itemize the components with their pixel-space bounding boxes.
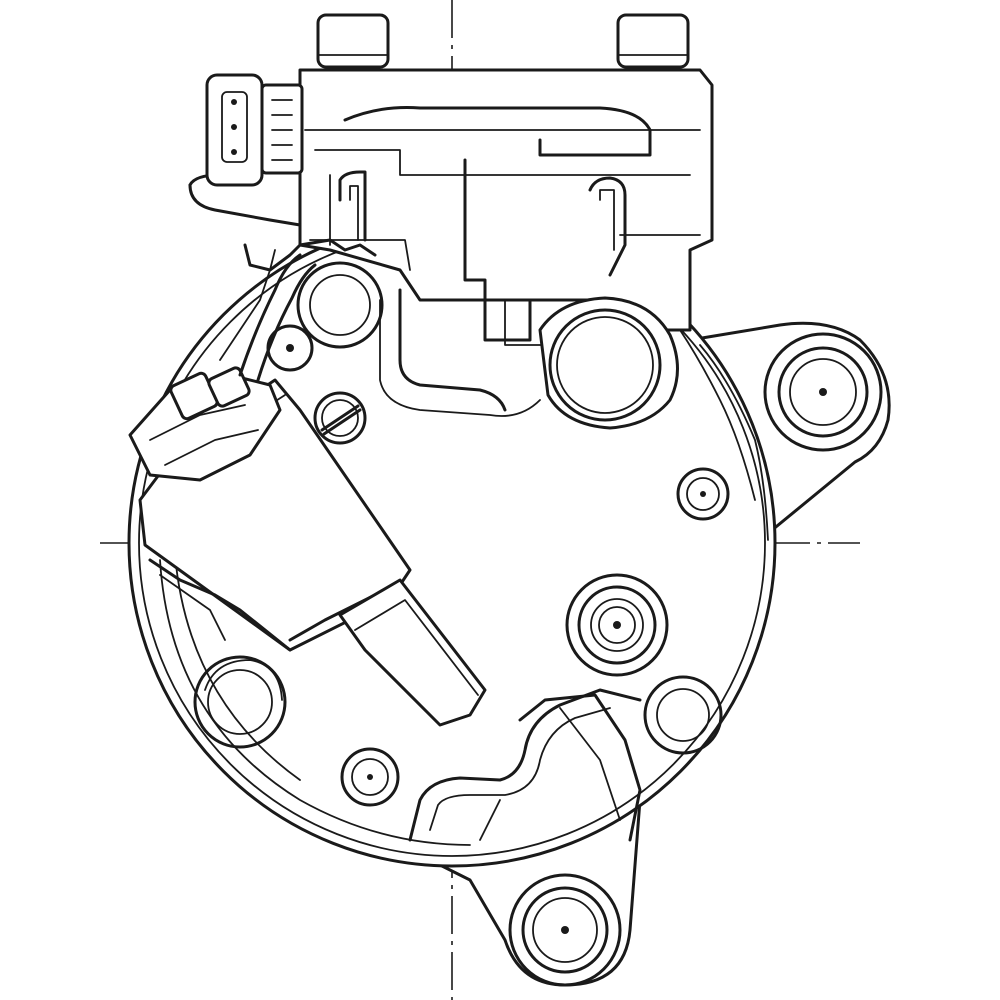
top-right-bolt [616, 13, 690, 69]
wire-harness [219, 238, 377, 382]
right-arch-detail [679, 329, 769, 541]
center-hub [565, 573, 669, 677]
suction-port [538, 296, 679, 430]
side-connector [128, 366, 282, 482]
lower-right-boss [643, 675, 723, 755]
left-boss [266, 261, 384, 372]
bottom-channel [408, 688, 642, 842]
top-connector [188, 73, 304, 227]
top-left-bolt [316, 13, 390, 69]
small-holes [340, 467, 730, 807]
slotted-screw [313, 391, 367, 445]
top-bolts [316, 13, 690, 69]
internal-passages [338, 158, 627, 417]
lower-left-boss [193, 655, 287, 749]
